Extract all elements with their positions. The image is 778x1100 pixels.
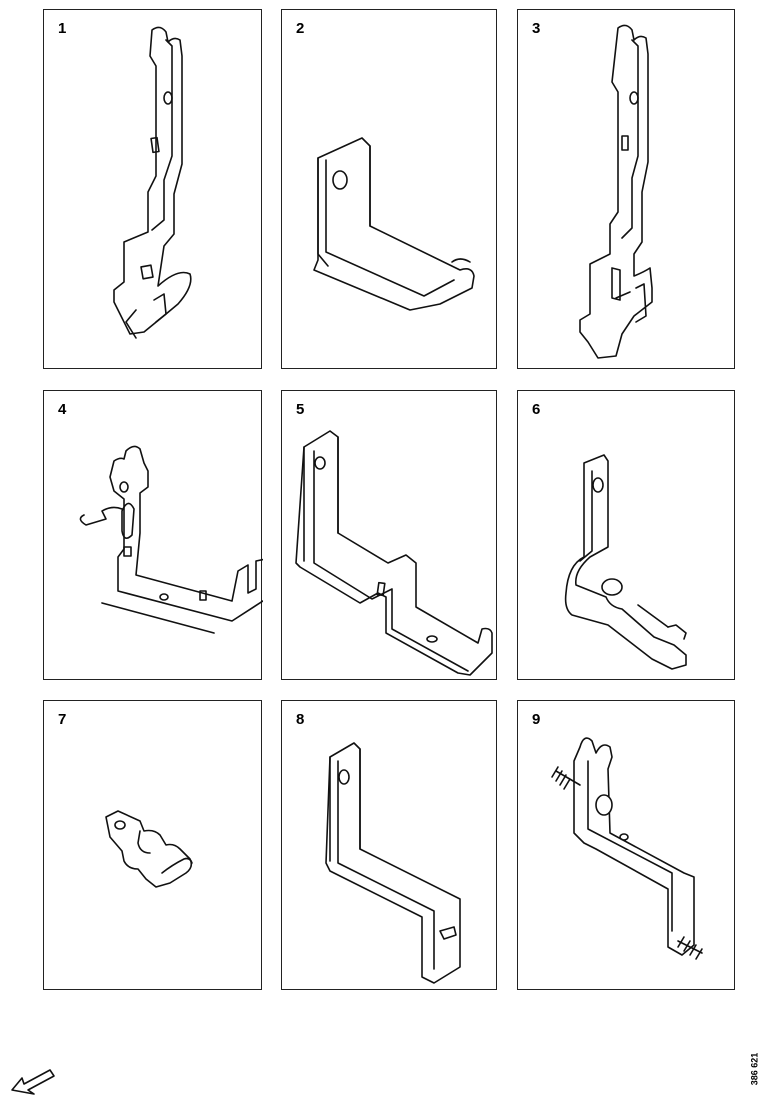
panel-8: 8 — [281, 700, 497, 990]
panel-6: 6 — [517, 390, 735, 680]
panel-5: 5 — [281, 390, 497, 680]
front-arrow-icon — [11, 1069, 55, 1095]
panel-9: 9 — [517, 700, 735, 990]
bracket-1-illustration — [113, 26, 192, 339]
panel-number: 6 — [532, 401, 541, 418]
panel-number: 9 — [532, 711, 541, 728]
panel-number: 7 — [58, 711, 67, 728]
panel-2: 2 — [281, 9, 497, 369]
panel-7: 7 — [43, 700, 262, 990]
panel-number: 8 — [296, 711, 305, 728]
bracket-6-illustration — [564, 454, 687, 670]
bracket-5-illustration — [295, 430, 493, 676]
bracket-9-illustration — [551, 737, 703, 960]
bracket-8-illustration — [325, 742, 461, 984]
bracket-7-illustration — [105, 810, 193, 888]
panel-number: 4 — [58, 401, 67, 418]
panel-number: 3 — [532, 20, 541, 37]
reference-code: 386 621 — [749, 1046, 772, 1096]
reference-code-text: 386 621 — [749, 1052, 760, 1086]
bracket-4-illustration — [79, 445, 263, 634]
panel-number: 1 — [58, 20, 67, 37]
bracket-3-illustration — [579, 24, 653, 359]
bracket-2-illustration — [313, 137, 475, 311]
panel-number: 5 — [296, 401, 305, 418]
panel-3: 3 — [517, 9, 735, 369]
panel-number: 2 — [296, 20, 305, 37]
panel-1: 1 — [43, 9, 262, 369]
panel-4: 4 — [43, 390, 263, 680]
